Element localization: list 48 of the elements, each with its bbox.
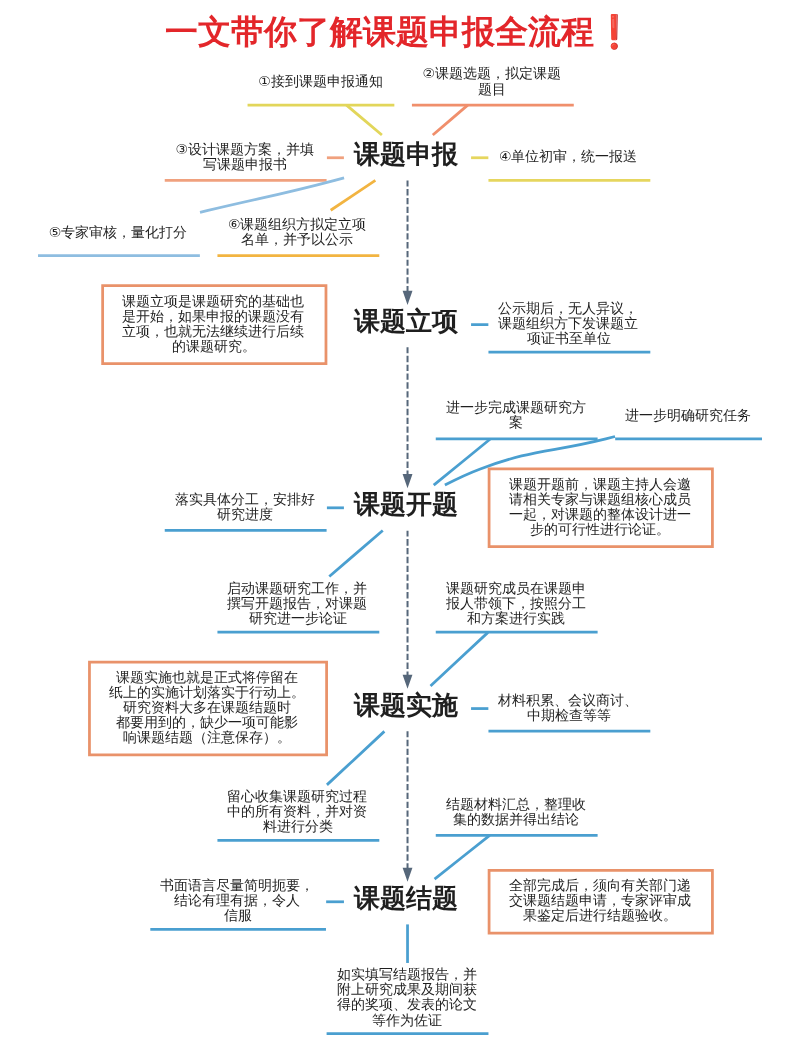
connector: [406, 924, 409, 963]
node-text: ④单位初审，统一报送: [499, 148, 638, 165]
node-text: 进一步完成课题研究方案: [445, 399, 586, 431]
connector: [431, 104, 469, 136]
node-text: 留心收集课题研究过程中的所有资料，并对资料进行分类: [227, 788, 368, 835]
arrow: [402, 180, 413, 305]
arrow: [402, 530, 413, 689]
node-text: 课题立项: [354, 306, 459, 337]
connector: [329, 179, 377, 212]
node-text: ②课题选题，拟定课题题目: [422, 65, 561, 97]
node-text: 材料积累、会议商讨、中期检查等等: [498, 691, 639, 723]
connector: [471, 156, 489, 160]
node-text: ①接到课题申报通知: [258, 72, 383, 89]
connector: [326, 506, 344, 510]
connector: [326, 730, 386, 786]
connector: [471, 323, 489, 326]
node-text: 公示期后，无人异议，课题组织方下发课题立项证书至单位: [498, 300, 639, 347]
arrow: [402, 347, 413, 489]
node-box: 课题开题前，课题主持人会邀请相关专家与课题组核心成员一起，对课题的整体设计进一步的可行性进行论证。: [487, 467, 714, 549]
connector: [471, 707, 489, 710]
node-text: 课题结题: [354, 883, 459, 914]
connector: [433, 834, 491, 881]
node-text: 课题实施: [354, 689, 459, 720]
connector: [432, 437, 492, 487]
arrow: [402, 731, 413, 882]
node-text: 如实填写结题报告，并附上研究成果及期间获得的奖项、发表的论文等作为佐证: [336, 966, 477, 1028]
node-box: 课题立项是课题研究的基础也是开始，如果申报的课题没有立项，也就无法继续进行后续的课题研究。: [101, 284, 328, 365]
node-text: 课题研究成员在课题申报人带领下，按照分工和方案进行实践: [445, 579, 586, 626]
node-box: 课题实施也就是正式将停留在纸上的实施计划落实于行动上。研究资料大多在课题结题时都要用到的，缺少一项可能影响课题结题（注意保存）。: [88, 660, 328, 757]
node-text: 结题材料汇总，整理收集的数据并得出结论: [445, 795, 586, 827]
node-text: 启动课题研究工作，并撰写开题报告，对课题研究进一步论证: [227, 579, 368, 626]
node-text: 书面语言尽量简明扼要，结论有理有据，令人信服: [160, 877, 315, 924]
connector: [326, 156, 344, 160]
node-text: 课题申报: [354, 139, 459, 170]
node-text: 课题开题: [354, 489, 459, 520]
node-text: ③设计课题方案，并填写课题申报书: [175, 140, 314, 172]
connector: [444, 435, 616, 487]
node-text: 进一步明确研究任务: [624, 406, 751, 423]
connector: [429, 631, 489, 687]
diagram-title: 一文带你了解课题申报全流程❗: [165, 13, 636, 52]
node-text: ⑤专家审核，量化打分: [48, 223, 188, 240]
node-box: 全部完成后，须向有关部门递交课题结题申请，专家评审成果鉴定后进行结题验收。: [487, 869, 714, 935]
connector: [199, 176, 345, 214]
connector: [328, 529, 384, 578]
node-text: ⑥课题组织方拟定立项名单，并予以公示: [228, 216, 367, 248]
connector: [326, 900, 344, 904]
connector: [345, 104, 383, 136]
node-text: 落实具体分工，安排好研究进度: [174, 490, 315, 522]
